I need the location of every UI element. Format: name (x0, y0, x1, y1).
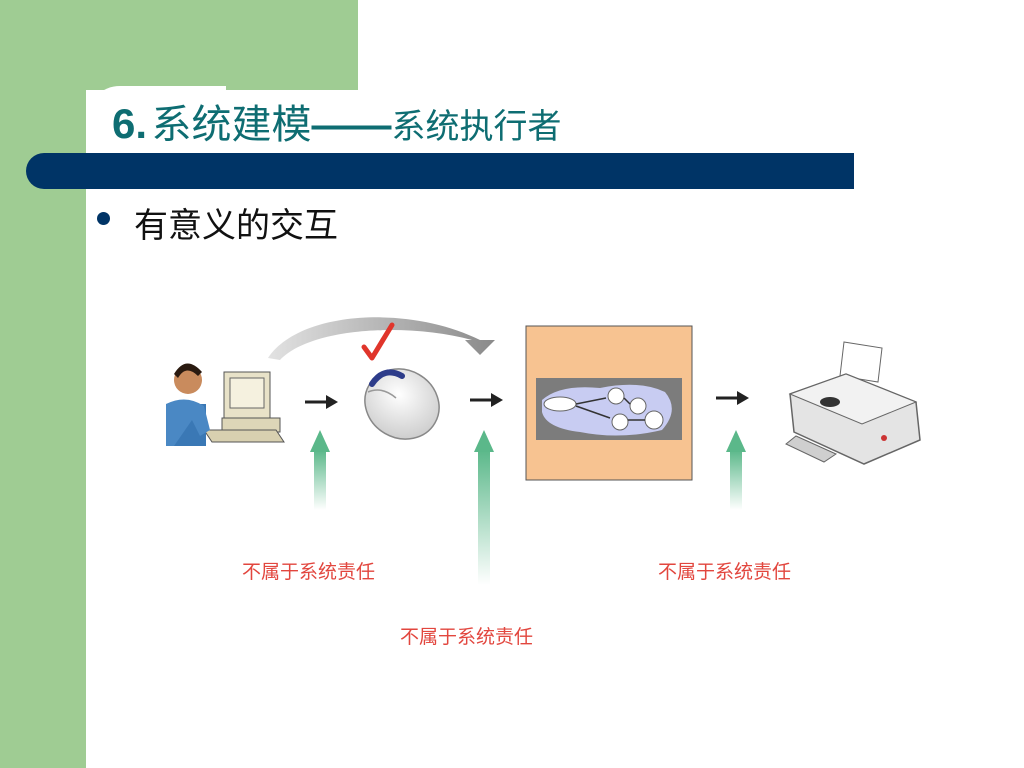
up-arrow-icon (310, 430, 330, 510)
title-underline-bar (26, 153, 854, 189)
top-green-band (0, 0, 358, 90)
title-main: 系统建模 (151, 102, 312, 148)
title-sub: 系统执行者 (391, 107, 562, 147)
system-model-icon (525, 325, 693, 481)
up-arrow-icon (474, 430, 494, 585)
right-arrow-icon (470, 393, 503, 407)
diagram-label: 不属于系统责任 (400, 626, 534, 648)
up-arrow-icon (726, 430, 746, 510)
title-dash: —— (311, 103, 392, 147)
title-number: 6. (112, 100, 148, 147)
diagram-label: 不属于系统责任 (658, 561, 792, 583)
printer-icon (785, 341, 921, 465)
interaction-diagram (166, 317, 921, 585)
right-arrow-icon (305, 395, 338, 409)
curved-arrow-icon (268, 317, 495, 360)
user-at-computer-icon (166, 363, 285, 446)
mouse-icon (364, 368, 440, 440)
bullet-dot (97, 212, 110, 225)
diagram-label: 不属于系统责任 (242, 561, 376, 583)
bullet-text: 有意义的交互 (134, 206, 338, 246)
right-arrow-icon (716, 391, 749, 405)
checkmark-icon (361, 322, 395, 361)
slide-title: 6. 系统建模——系统执行者 (112, 92, 561, 150)
sidebar-green-band (0, 0, 86, 768)
